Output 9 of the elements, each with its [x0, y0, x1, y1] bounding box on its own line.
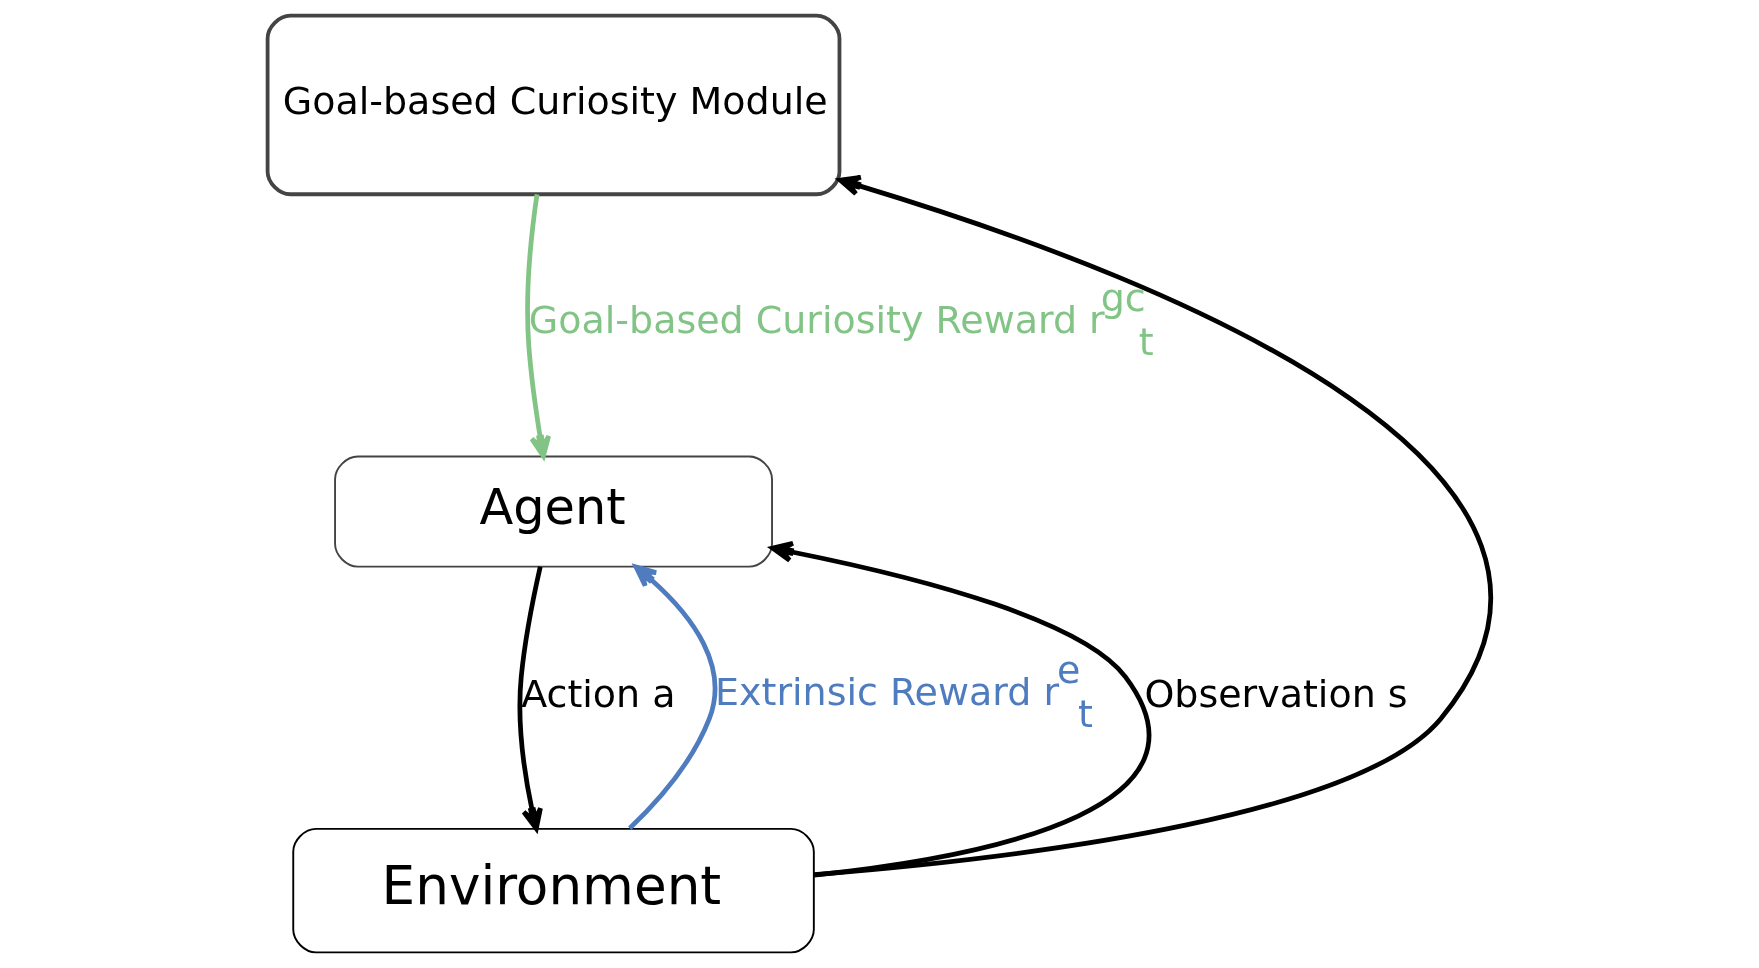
arrow: [628, 564, 718, 830]
arrow: [525, 194, 552, 459]
node-box: Goal-based Curiosity Module: [265, 13, 842, 197]
node-box: Agent: [334, 455, 773, 568]
node-box: Environment: [292, 827, 815, 954]
edge-label: Action a: [521, 672, 676, 717]
edge-label: Observation s: [1144, 672, 1408, 717]
arrow: [814, 174, 1493, 877]
arrow: [770, 541, 1151, 878]
